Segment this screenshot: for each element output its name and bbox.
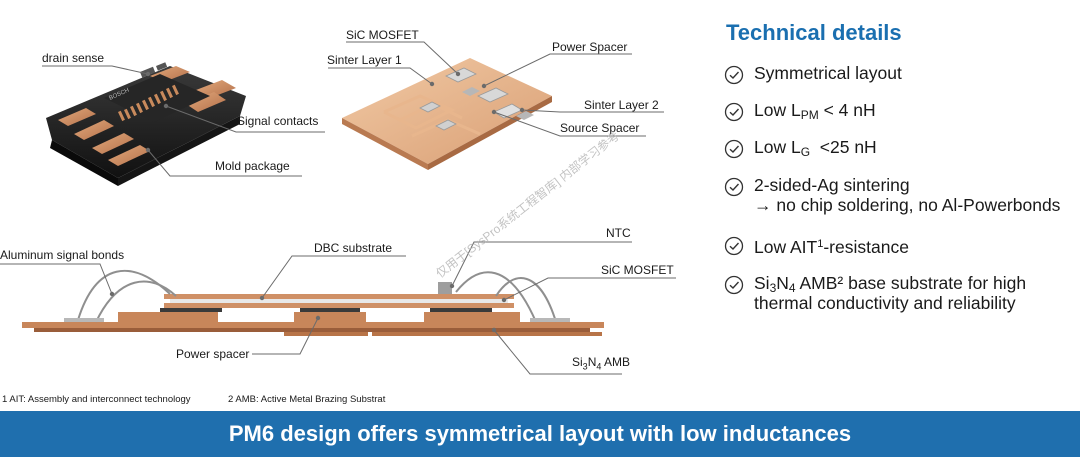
footnote-ait: 1 AIT: Assembly and interconnect technol… bbox=[2, 394, 191, 405]
label-si3n4-amb: Si3N4 AMB bbox=[572, 355, 631, 372]
leader-lines-top-right bbox=[328, 41, 664, 137]
circle-check-icon bbox=[724, 275, 744, 295]
circle-check-icon bbox=[724, 102, 744, 122]
label-sic-mosfet-top: SiC MOSFET bbox=[346, 28, 419, 42]
leader-lines-cross-section bbox=[0, 241, 676, 375]
detail-text-line2: thermal conductivity and reliability bbox=[754, 293, 1016, 313]
detail-text: Low LPM < 4 nH bbox=[754, 100, 876, 122]
label-ntc: NTC bbox=[606, 226, 631, 240]
cross-section bbox=[22, 270, 604, 336]
detail-text: Symmetrical layout bbox=[754, 63, 902, 83]
label-source-spacer: Source Spacer bbox=[560, 121, 640, 135]
label-power-spacer-top: Power Spacer bbox=[552, 40, 628, 54]
bottom-banner: PM6 design offers symmetrical layout wit… bbox=[0, 411, 1080, 457]
detail-text: Si3N4 AMB² base substrate for high bbox=[754, 273, 1027, 295]
detail-text: 2-sided-Ag sintering bbox=[754, 175, 910, 195]
label-signal-contacts: Signal contacts bbox=[237, 114, 319, 128]
banner-text: PM6 design offers symmetrical layout wit… bbox=[228, 421, 852, 446]
technical-details-title: Technical details bbox=[726, 20, 902, 45]
circle-check-icon bbox=[724, 139, 744, 159]
footnote-amb: 2 AMB: Active Metal Brazing Substrat bbox=[228, 394, 386, 405]
label-sic-mosfet-cross: SiC MOSFET bbox=[601, 263, 674, 277]
label-dbc-substrate: DBC substrate bbox=[314, 241, 393, 255]
circle-check-icon bbox=[724, 65, 744, 85]
leader-lines-top-left bbox=[42, 65, 325, 177]
label-mold-package: Mold package bbox=[215, 159, 290, 173]
mold-package-module bbox=[46, 62, 246, 186]
label-drain-sense: drain sense bbox=[42, 51, 105, 65]
sintered-board-module bbox=[342, 58, 552, 170]
detail-text: Low AIT1-resistance bbox=[754, 237, 909, 257]
label-sinter-layer-1: Sinter Layer 1 bbox=[327, 53, 402, 67]
label-aluminum-signal-bonds: Aluminum signal bonds bbox=[0, 248, 125, 262]
circle-check-icon bbox=[724, 177, 744, 197]
circle-check-icon bbox=[724, 236, 744, 256]
detail-text: Low LG <25 nH bbox=[754, 137, 877, 159]
label-power-spacer-cross: Power spacer bbox=[176, 347, 250, 361]
detail-text-line2: → no chip soldering, no Al-Powerbonds bbox=[754, 195, 1061, 215]
label-sinter-layer-2: Sinter Layer 2 bbox=[584, 98, 659, 112]
